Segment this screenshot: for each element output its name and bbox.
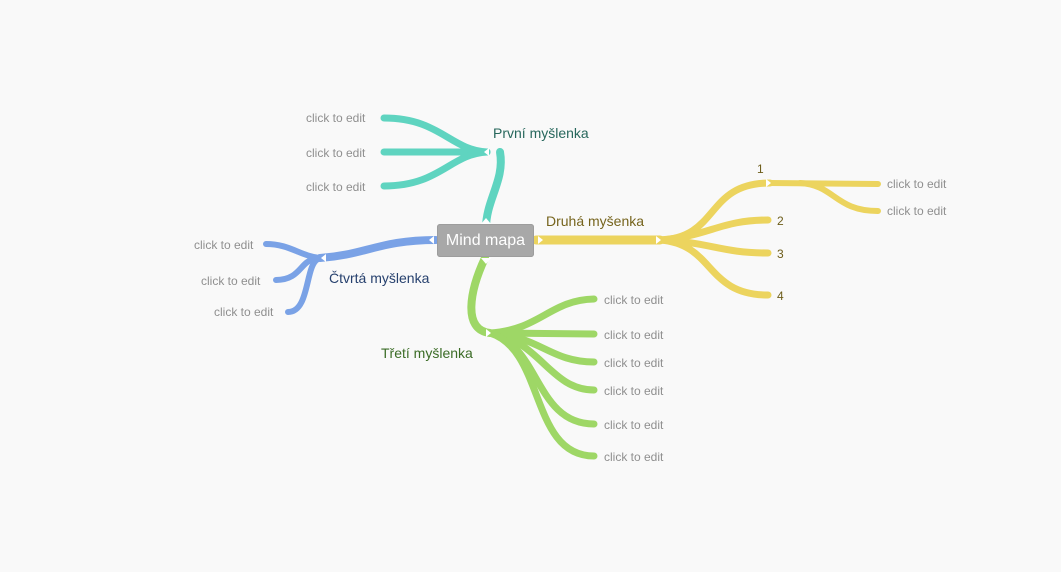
leaf-ctvrta-1[interactable]: click to edit [194, 238, 254, 252]
branch-label-prvni[interactable]: První myšlenka [493, 125, 589, 141]
junction-markers [321, 148, 771, 337]
leaf-prvni-3[interactable]: click to edit [306, 180, 366, 194]
leaf-treti-5[interactable]: click to edit [604, 418, 664, 432]
chevron-right-icon [538, 236, 543, 244]
leaf-treti-4[interactable]: click to edit [604, 384, 664, 398]
branch-connectors-treti [467, 254, 598, 460]
connector-root-prvni [482, 148, 505, 232]
connector-treti-leaf-6 [486, 329, 598, 460]
chevron-right-icon [766, 179, 771, 187]
leaf-prvni-2[interactable]: click to edit [306, 146, 366, 160]
branch-label-treti[interactable]: Třetí myšlenka [381, 345, 473, 361]
chevron-right-icon [656, 236, 661, 244]
leaf-treti-2[interactable]: click to edit [604, 328, 664, 342]
connector-1-leaf-2 [797, 180, 881, 214]
chevron-left-icon [484, 148, 489, 156]
connector-ctvrta-leaf-2 [273, 256, 317, 283]
node-druha-4[interactable]: 4 [777, 289, 784, 303]
leaf-druha-1-2[interactable]: click to edit [887, 204, 947, 218]
chevron-left-icon [321, 254, 326, 262]
chevron-right-icon [486, 329, 491, 337]
leaf-ctvrta-2[interactable]: click to edit [201, 274, 261, 288]
connector-1-leaf-1 [767, 180, 881, 187]
connector-ctvrta-leaf-3 [285, 256, 321, 315]
connector-ctvrta-leaf-1 [263, 241, 323, 261]
connector-prvni-leaf-3 [380, 148, 491, 190]
branch-label-ctvrta[interactable]: Čtvrtá myšlenka [329, 270, 430, 286]
leaf-treti-3[interactable]: click to edit [604, 356, 664, 370]
connector-prvni-leaf-1 [380, 114, 491, 156]
branch-connectors-prvni [380, 114, 505, 232]
connector-druha-2 [656, 216, 772, 244]
connector-root-treti [467, 254, 494, 337]
node-druha-3[interactable]: 3 [777, 247, 784, 261]
chevron-left-icon [429, 236, 434, 244]
leaf-druha-1-1[interactable]: click to edit [887, 177, 947, 191]
node-druha-2[interactable]: 2 [777, 214, 784, 228]
chevron-up-icon [481, 218, 491, 224]
chevron-down-icon [481, 258, 491, 264]
connector-treti-leaf-1 [486, 295, 598, 337]
root-node[interactable]: Mind mapa [437, 224, 534, 257]
leaf-prvni-1[interactable]: click to edit [306, 111, 366, 125]
connector-root-ctvrta [316, 236, 440, 262]
leaf-treti-1[interactable]: click to edit [604, 293, 664, 307]
branch-label-druha[interactable]: Druhá myšenka [546, 213, 645, 229]
leaf-treti-6[interactable]: click to edit [604, 450, 664, 464]
branch-connectors-ctvrta [263, 236, 440, 315]
branch-connectors-druha [531, 179, 881, 299]
connector-druha-4 [656, 236, 772, 299]
node-druha-1[interactable]: 1 [757, 162, 764, 176]
leaf-ctvrta-3[interactable]: click to edit [214, 305, 274, 319]
